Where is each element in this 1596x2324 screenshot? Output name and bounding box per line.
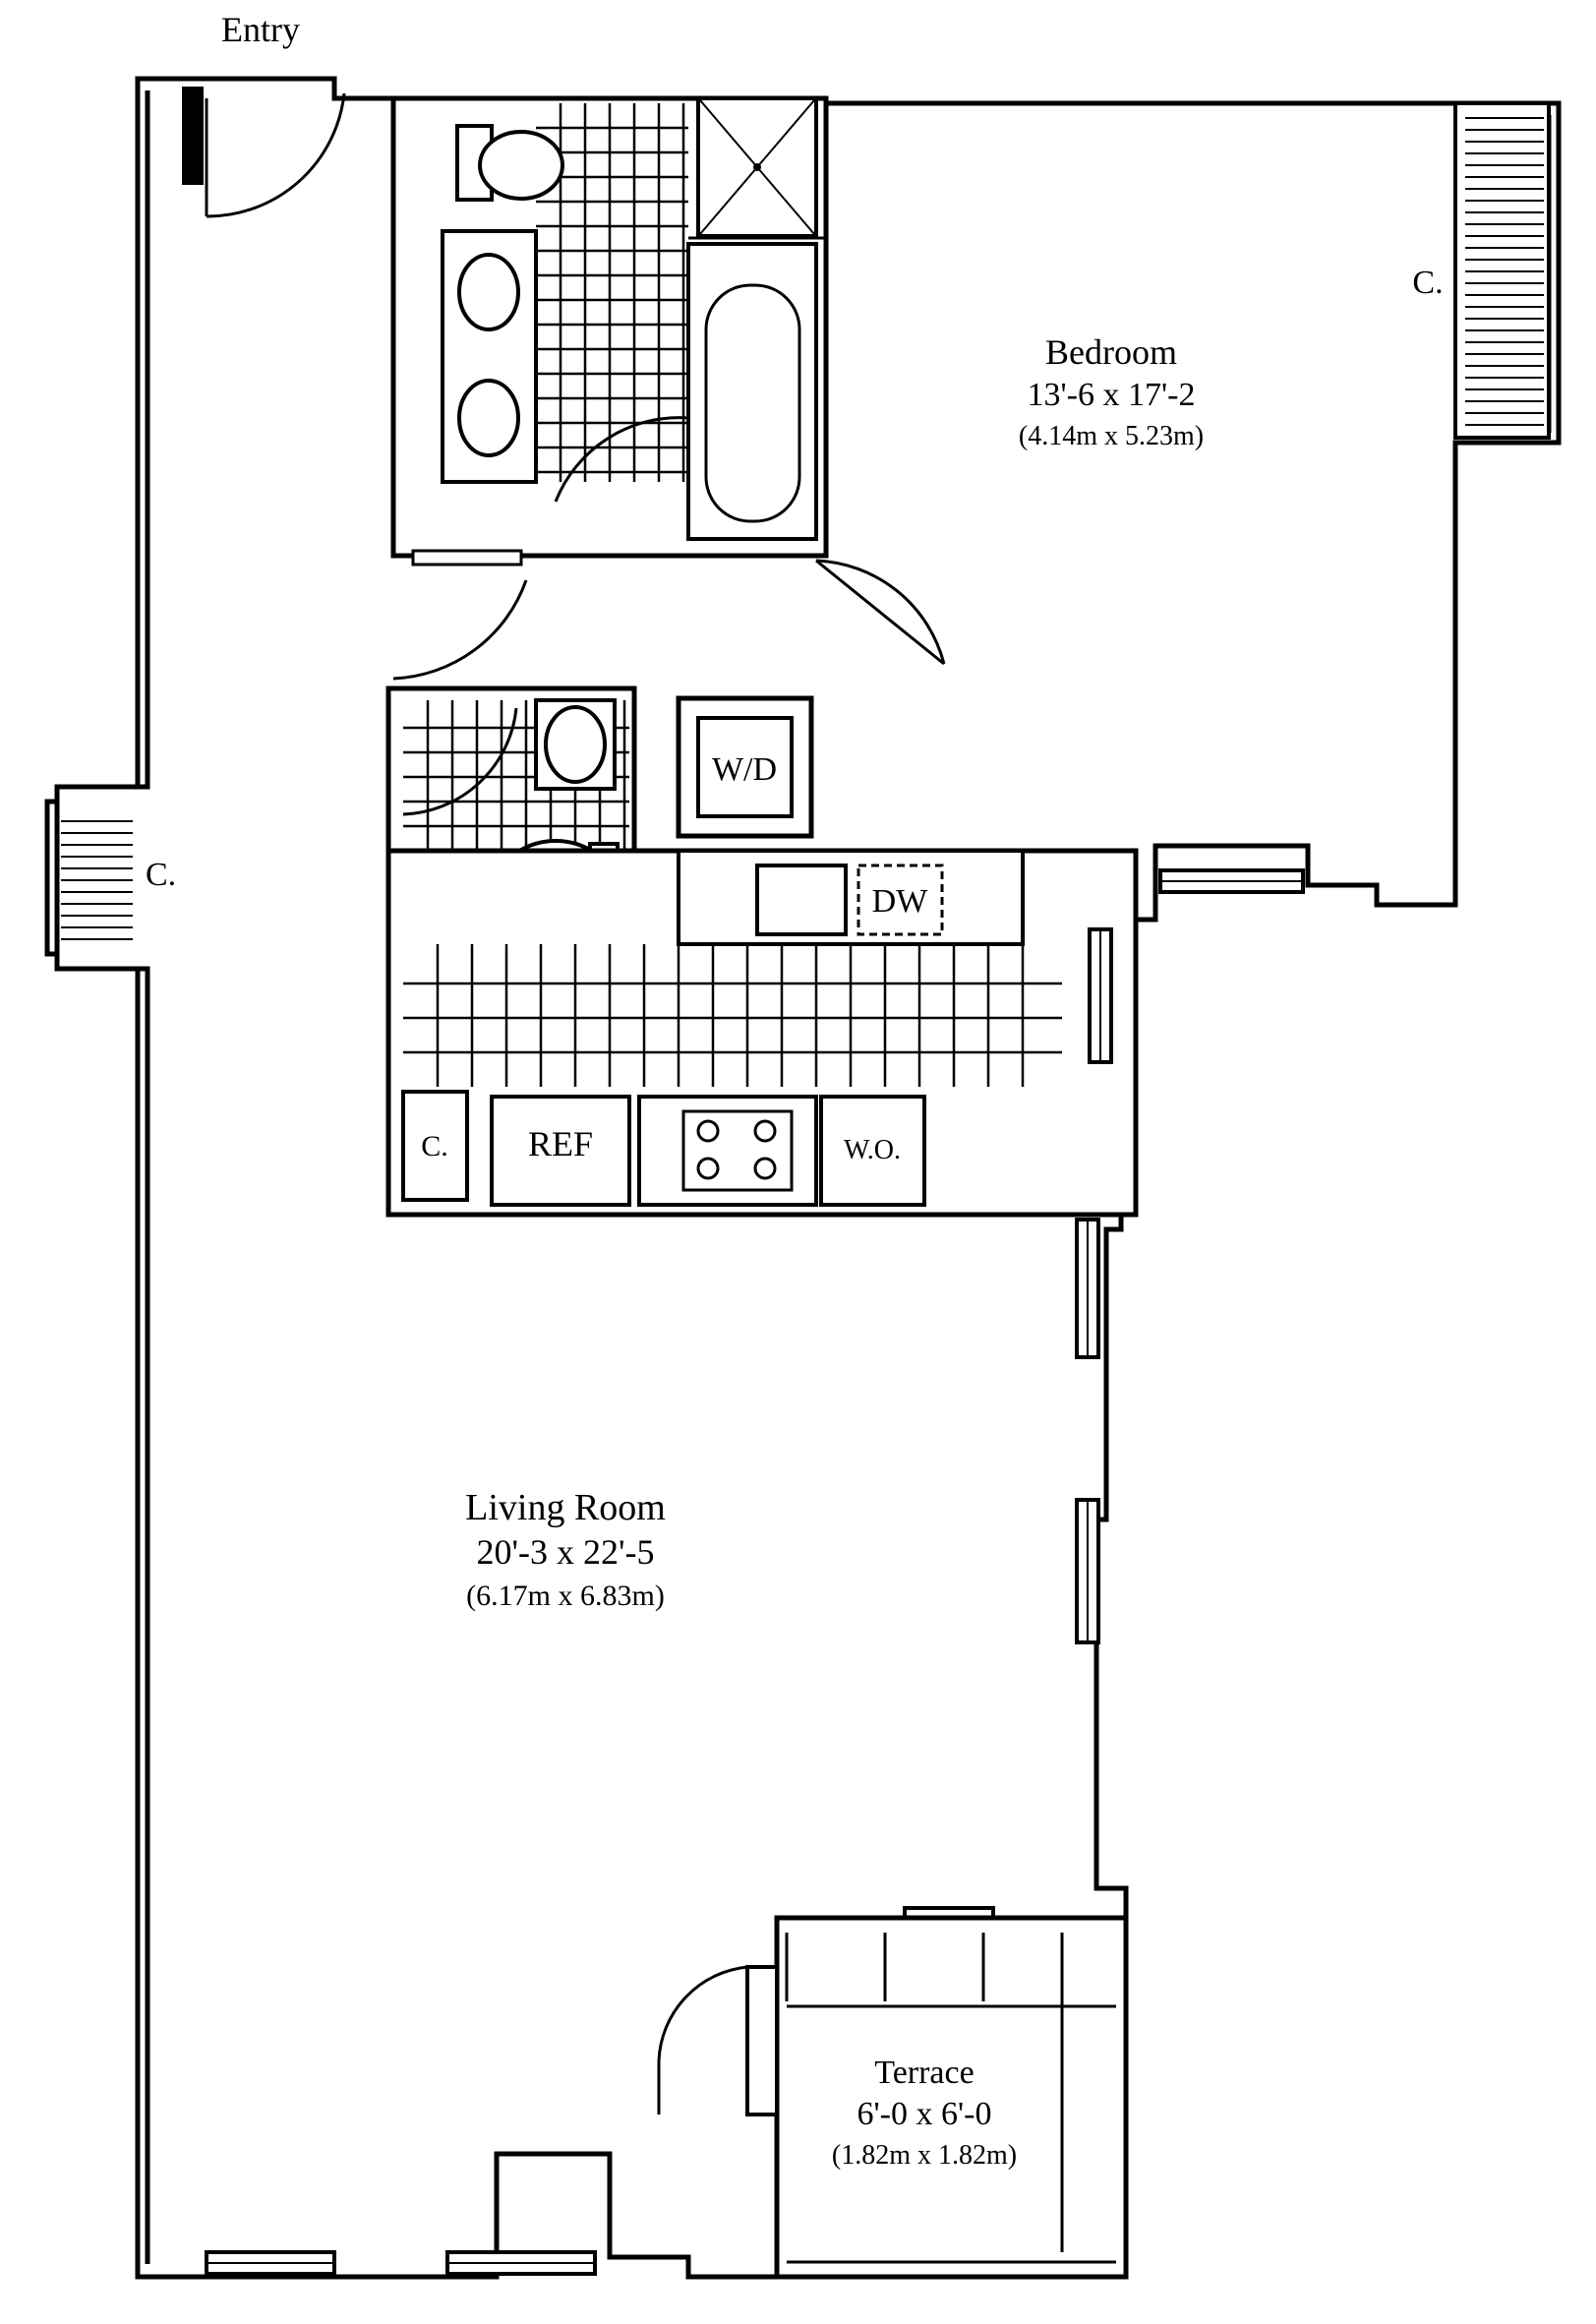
sink-icon [544,705,607,784]
terrace-dims-imperial: 6'-0 x 6'-0 [857,2096,992,2132]
dishwasher [857,864,944,936]
burner-icon [696,1119,720,1143]
living-room-dims-metric: (6.17m x 6.83m) [466,1579,665,1612]
bedroom-name: Bedroom [1045,332,1177,372]
bedroom-dims-metric: (4.14m x 5.23m) [1019,421,1204,451]
kitchen-closet [401,1090,469,1202]
sink-icon [457,253,520,331]
bedroom-closet-label: C. [1412,265,1443,301]
living-room-name: Living Room [465,1487,666,1528]
terrace-door [745,1965,779,2116]
washer-dryer-label: W/D [712,751,777,788]
bath-floor-tile [536,103,688,482]
living-closet-label: C. [146,857,176,893]
refrigerator [490,1095,631,1207]
terrace-name: Terrace [874,2055,974,2091]
washer-dryer-closet: W/D [676,695,814,839]
master-bathroom [390,95,829,559]
wall-oven-label: W.O. [844,1135,901,1165]
refrigerator-label: REF [528,1124,593,1163]
living-room-dims-imperial: 20'-3 x 22'-5 [477,1532,655,1572]
kitchen-sink [755,864,848,936]
wall-oven [819,1095,926,1207]
entry-label: Entry [221,10,300,49]
sink-icon [457,379,520,457]
counter-top [677,849,1025,946]
dishwasher-label: DW [872,883,929,920]
terrace [657,1915,1129,2280]
bathtub [686,242,818,541]
cooktop [637,1095,818,1207]
burner-icon [753,1157,777,1180]
hall-doors [392,549,946,681]
entry-door [182,87,346,218]
bedroom-dims-imperial: 13'-6 x 17'-2 [1028,377,1196,413]
burner-icon [753,1119,777,1143]
closets [61,101,1551,940]
burner-icon [696,1157,720,1180]
shower-drain-icon [753,163,761,171]
terrace-dims-metric: (1.82m x 1.82m) [832,2140,1017,2171]
kitchen: DW C. REF W.O. [385,848,1139,1218]
washer-dryer [696,716,794,818]
toilet-icon [478,130,564,201]
kitchen-closet-label: C. [421,1130,448,1162]
